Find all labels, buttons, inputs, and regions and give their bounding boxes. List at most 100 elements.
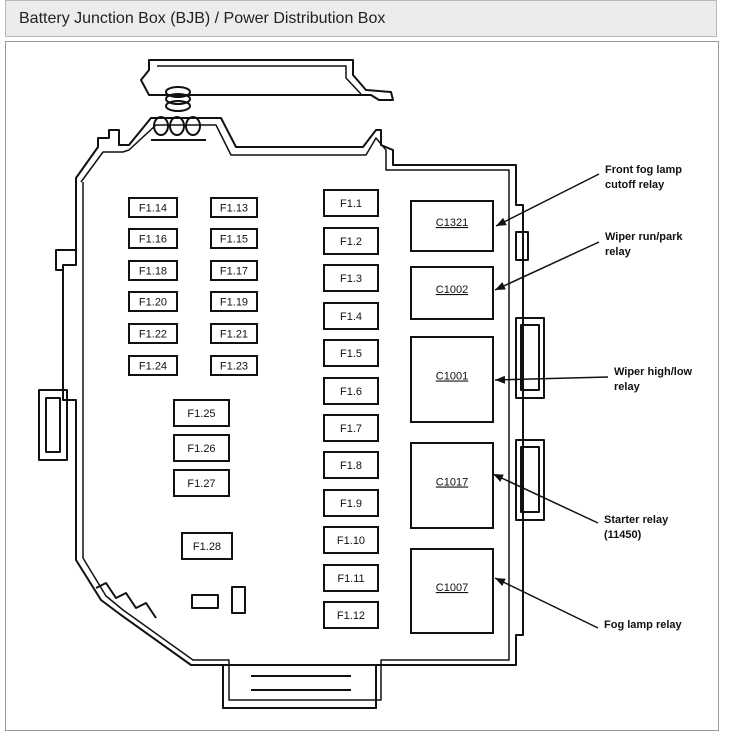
callout-leader: [492, 473, 599, 524]
fuse-F1-11: F1.11: [323, 564, 379, 592]
fuse-label: F1.18: [139, 266, 167, 278]
fuse-label: F1.23: [220, 361, 248, 373]
fuse-F1-10: F1.10: [323, 526, 379, 554]
fuse-label: F1.8: [340, 460, 362, 472]
callout-text-line1: Fog lamp relay: [604, 619, 683, 631]
fuse-F1-21: F1.21: [210, 323, 258, 344]
arrowhead: [496, 217, 507, 226]
top-latch-inner: [157, 65, 362, 95]
housing-outline: [62, 117, 524, 709]
fuse-label: F1.15: [220, 234, 248, 246]
callout-text-line1: Wiper high/low: [614, 366, 693, 378]
relay-C1001: C1001: [410, 336, 494, 423]
fuse-label: F1.25: [187, 408, 215, 420]
fuse-F1-27: F1.27: [173, 469, 230, 497]
callout-C1002: Wiper run/park relay: [494, 231, 683, 291]
fuse-F1-17: F1.17: [210, 260, 258, 281]
fuse-F1-12: F1.12: [323, 601, 379, 629]
callout-text-line2: relay: [614, 381, 641, 393]
arrowhead: [493, 474, 504, 482]
fuse-label: F1.6: [340, 386, 362, 398]
relay-label: C1017: [436, 477, 468, 489]
fuse-label: F1.21: [220, 329, 248, 341]
relay-label: C1001: [436, 371, 468, 383]
callout-text-line2: cutoff relay: [605, 179, 665, 191]
fuse-F1-24: F1.24: [128, 355, 178, 376]
fuse-F1-9: F1.9: [323, 489, 379, 517]
relay-label: C1002: [436, 284, 468, 296]
fuse-label: F1.1: [340, 198, 362, 210]
fuse-F1-8: F1.8: [323, 451, 379, 479]
fuse-label: F1.24: [139, 361, 167, 373]
fuse-F1-3: F1.3: [323, 264, 379, 292]
arrowhead: [495, 282, 506, 290]
relay-C1321: C1321: [410, 200, 494, 252]
fuse-F1-19: F1.19: [210, 291, 258, 312]
relay-C1007: C1007: [410, 548, 494, 634]
fuse-F1-13: F1.13: [210, 197, 258, 218]
fuse-F1-25: F1.25: [173, 399, 230, 427]
arrowhead: [495, 578, 506, 586]
junction-box-diagram: F1.1F1.2F1.3F1.4F1.5F1.6F1.7F1.8F1.9F1.1…: [38, 59, 693, 709]
fuse-label: F1.16: [139, 234, 167, 246]
relay-C1002: C1002: [410, 266, 494, 320]
fuse-F1-4: F1.4: [323, 302, 379, 330]
callout-C1321: Front fog lamp cutoff relay: [495, 164, 682, 227]
relay-C1017: C1017: [410, 442, 494, 529]
fuse-F1-16: F1.16: [128, 228, 178, 249]
fuse-F1-5: F1.5: [323, 339, 379, 367]
relay-label: C1321: [436, 217, 468, 229]
fuse-F1-7: F1.7: [323, 414, 379, 442]
callout-text-line2: (11450): [604, 529, 642, 541]
callout-text-line1: Front fog lamp: [605, 164, 682, 176]
fuse-F1-15: F1.15: [210, 228, 258, 249]
callout-text-line1: Starter relay: [604, 514, 669, 526]
fuse-label: F1.12: [337, 610, 365, 622]
fuse-label: F1.20: [139, 297, 167, 309]
title-bar: Battery Junction Box (BJB) / Power Distr…: [5, 0, 717, 37]
fuse-F1-14: F1.14: [128, 197, 178, 218]
callout-text-line2: relay: [605, 246, 632, 258]
fuse-label: F1.4: [340, 311, 362, 323]
fuse-F1-6: F1.6: [323, 377, 379, 405]
arrowhead: [495, 375, 506, 384]
callout-C1007: Fog lamp relay: [494, 577, 683, 631]
fuse-label: F1.28: [193, 541, 221, 553]
housing-inner-outline: [80, 124, 510, 701]
fuse-label: F1.3: [340, 273, 362, 285]
callout-text-line1: Wiper run/park: [605, 231, 683, 243]
fuse-F1-26: F1.26: [173, 434, 230, 462]
fuse-label: F1.7: [340, 423, 362, 435]
fuse-label: F1.27: [187, 478, 215, 490]
callout-leader: [495, 173, 600, 227]
fuse-label: F1.17: [220, 266, 248, 278]
fuse-F1-28: F1.28: [181, 532, 233, 560]
callout-C1017: Starter relay (11450): [492, 473, 669, 541]
fuse-label: F1.10: [337, 535, 365, 547]
callout-leader: [494, 241, 600, 291]
fuse-label: F1.2: [340, 236, 362, 248]
fuse-layer: F1.1F1.2F1.3F1.4F1.5F1.6F1.7F1.8F1.9F1.1…: [128, 189, 379, 629]
fuse-F1-1: F1.1: [323, 189, 379, 217]
fuse-F1-18: F1.18: [128, 260, 178, 281]
fuse-F1-22: F1.22: [128, 323, 178, 344]
callout-leader: [494, 577, 599, 629]
fuse-label: F1.22: [139, 329, 167, 341]
fuse-label: F1.26: [187, 443, 215, 455]
fuse-label: F1.14: [139, 203, 167, 215]
fuse-F1-20: F1.20: [128, 291, 178, 312]
relay-label: C1007: [436, 582, 468, 594]
fuse-label: F1.19: [220, 297, 248, 309]
fuse-F1-23: F1.23: [210, 355, 258, 376]
fuse-label: F1.13: [220, 203, 248, 215]
page-title: Battery Junction Box (BJB) / Power Distr…: [19, 10, 386, 27]
fuse-label: F1.9: [340, 498, 362, 510]
fuse-label: F1.11: [337, 573, 364, 585]
callout-leader: [494, 376, 609, 381]
fuse-F1-2: F1.2: [323, 227, 379, 255]
top-latch: [140, 59, 394, 101]
callout-C1001: Wiper high/low relay: [494, 366, 693, 393]
